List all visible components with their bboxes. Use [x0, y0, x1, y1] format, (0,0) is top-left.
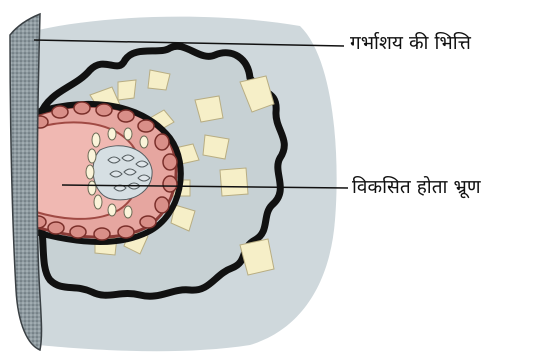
uterine-wall — [10, 14, 42, 350]
label-uterine-wall: गर्भाशय की भित्ति — [350, 34, 471, 53]
label-developing-embryo: विकसित होता भ्रूण — [352, 178, 481, 197]
yolk-sac — [93, 146, 152, 200]
